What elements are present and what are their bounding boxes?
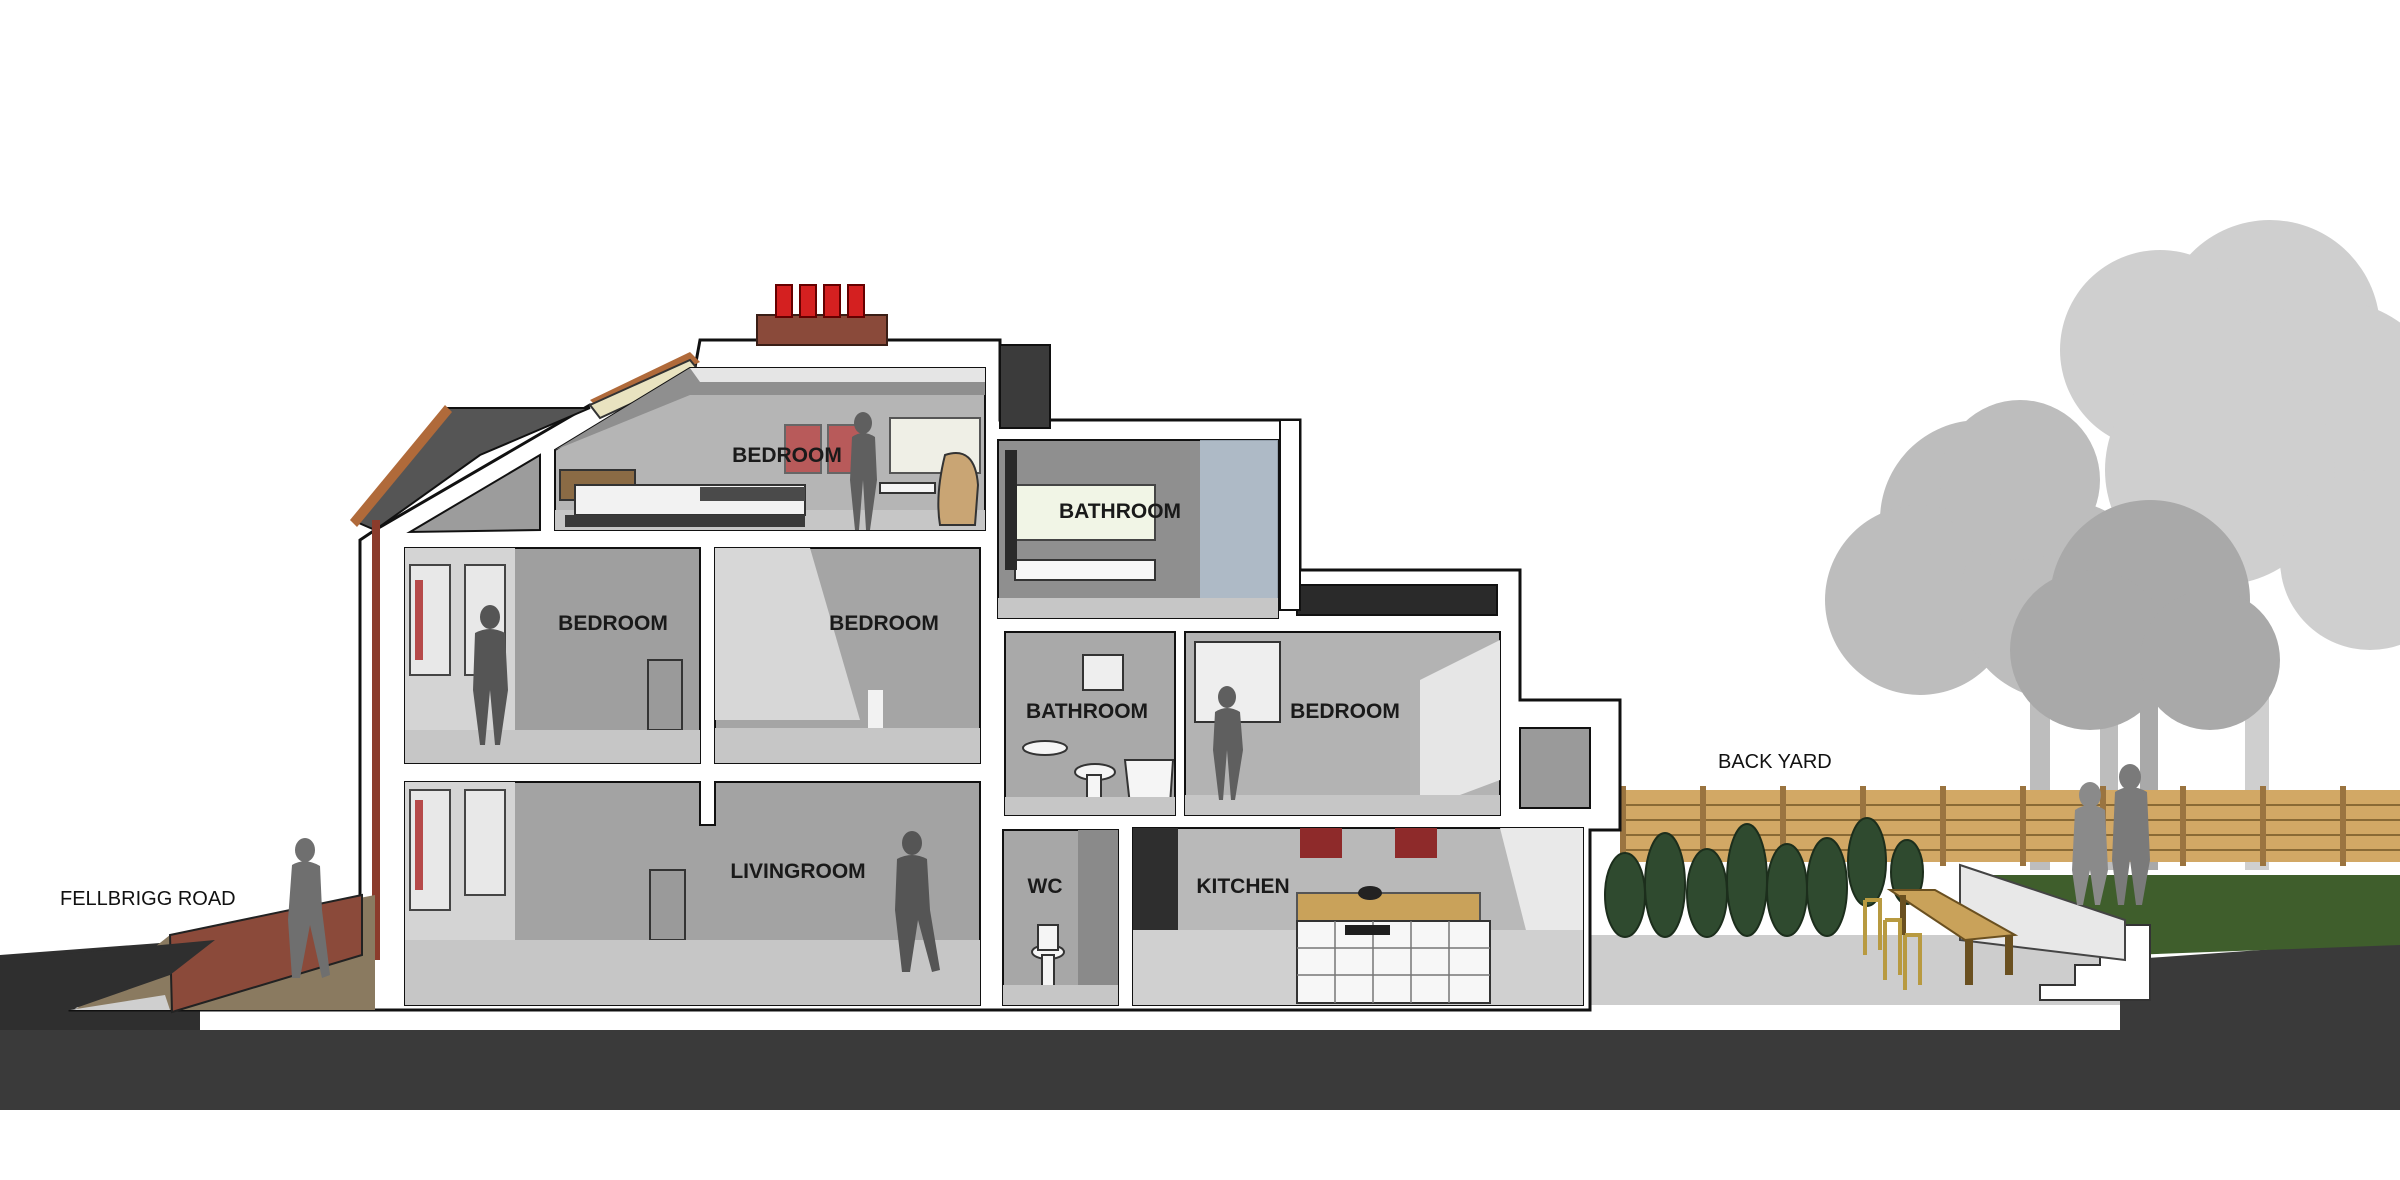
- person-silhouette-icon: [2112, 764, 2150, 905]
- rooflight: [1296, 584, 1498, 616]
- person-silhouette-icon: [2072, 782, 2108, 905]
- drainpipe: [372, 520, 380, 960]
- dining-table-icon: [1886, 889, 2019, 985]
- sink-icon: [1022, 740, 1068, 756]
- shrub-icon: [1726, 823, 1768, 937]
- dormer-cladding: [999, 344, 1051, 429]
- room-label-attic-bedroom: BEDROOM: [732, 444, 842, 467]
- tree-silhouette-icon: [2010, 500, 2280, 870]
- back-yard-label: BACK YARD: [1718, 751, 1832, 773]
- background-trees: [1825, 220, 2400, 870]
- shrub-icon: [1686, 848, 1728, 938]
- kitchen-island-icon: [1296, 886, 1491, 1004]
- shrub-icon: [1604, 852, 1646, 938]
- shrub-icon: [1847, 817, 1887, 907]
- person-silhouette-icon: [895, 831, 940, 972]
- room-label-rear-bedroom: BEDROOM: [1290, 700, 1400, 723]
- building-section: BEDROOM BATHROOM: [68, 284, 1622, 1012]
- chimney-pot-icon: [799, 284, 817, 318]
- room-upper-bathroom: BATHROOM: [997, 439, 1279, 619]
- back-yard-patio: [1590, 935, 2120, 1005]
- bed-icon: [559, 469, 806, 527]
- room-label-rear-bathroom: BATHROOM: [1026, 700, 1148, 723]
- street-label: FELLBRIGG ROAD: [60, 888, 236, 910]
- chimney-pot-icon: [847, 284, 865, 318]
- room-first-front-bedroom: BEDROOM: [404, 547, 701, 764]
- person-silhouette-icon: [1213, 686, 1243, 800]
- room-label-livingroom: LIVINGROOM: [730, 860, 865, 883]
- room-rear-bathroom: BATHROOM: [1004, 631, 1176, 816]
- chair-icon: [937, 452, 980, 526]
- room-rear-bedroom: BEDROOM: [1184, 631, 1501, 816]
- main-roof: [350, 352, 702, 532]
- room-attic-bedroom: BEDROOM: [554, 367, 986, 531]
- shrub-icon: [1766, 843, 1808, 937]
- room-label-first-middle-bedroom: BEDROOM: [829, 612, 939, 635]
- person-silhouette-icon: [288, 838, 330, 978]
- extension-parapet: [1519, 727, 1591, 809]
- attic-eaves-void: [406, 453, 541, 534]
- room-kitchen: KITCHEN: [1132, 827, 1584, 1006]
- room-first-middle-bedroom: BEDROOM: [714, 547, 981, 764]
- room-label-wc: WC: [1028, 875, 1063, 898]
- shrub-icon: [1806, 837, 1848, 937]
- toilet-icon: [1074, 763, 1116, 801]
- chair-icon: [1863, 898, 1922, 990]
- chimney-pot-icon: [775, 284, 793, 318]
- chimney-pot-icon: [823, 284, 841, 318]
- toilet-icon: [1031, 924, 1065, 991]
- front-garden: [0, 838, 375, 1014]
- room-label-first-front-bedroom: BEDROOM: [558, 612, 668, 635]
- room-livingroom: LIVINGROOM: [404, 781, 981, 1006]
- chimney: [756, 284, 888, 346]
- room-wc: WC: [1002, 829, 1119, 1006]
- shrub-icon: [1644, 832, 1686, 938]
- person-silhouette-icon: [850, 412, 877, 530]
- desk-icon: [879, 482, 936, 494]
- shrub-icon: [1890, 839, 1924, 905]
- person-silhouette-icon: [473, 605, 508, 745]
- room-label-upper-bathroom: BATHROOM: [1059, 500, 1181, 523]
- room-label-kitchen: KITCHEN: [1196, 875, 1289, 898]
- lawn: [1985, 875, 2400, 955]
- shrub-row: [1604, 817, 1924, 938]
